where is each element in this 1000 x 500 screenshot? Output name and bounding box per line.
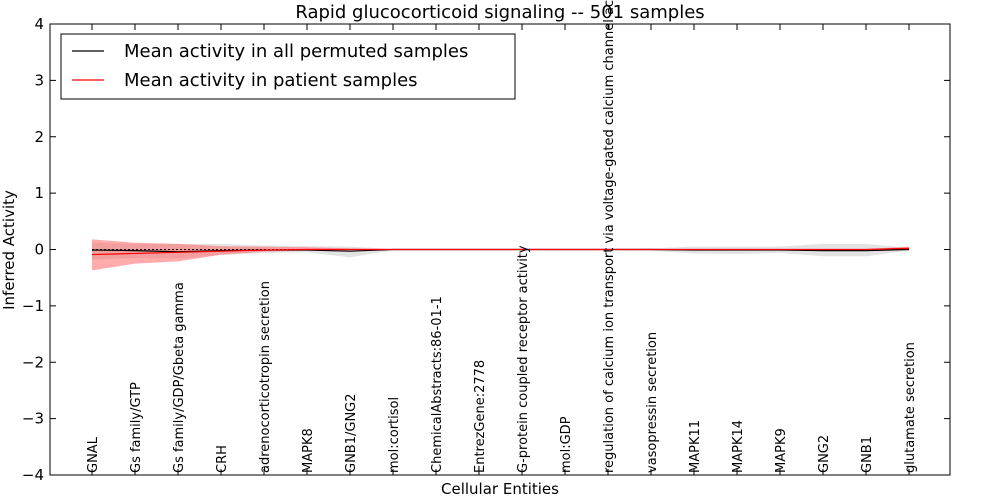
category-label: regulation of calcium ion transport via … — [602, 0, 617, 473]
y-tick-label: −3 — [22, 410, 44, 428]
x-axis-ticks — [91, 24, 910, 475]
category-label: MAPK8 — [301, 428, 316, 473]
category-label: glutamate secretion — [903, 342, 918, 473]
category-label: GNB1 — [860, 436, 875, 473]
band-permuted — [92, 242, 909, 260]
category-labels: GNAL Gs family/GTP Gs family/GDP/Gbeta gam… — [86, 0, 918, 473]
category-label: GNB1/GNG2 — [344, 393, 359, 473]
y-tick-label: 4 — [34, 15, 44, 33]
category-label: GNG2 — [817, 435, 832, 473]
category-label: CRH — [215, 445, 230, 473]
series-lines — [91, 247, 910, 256]
legend: Mean activity in all permuted samples Me… — [60, 33, 516, 100]
category-label: MAPK14 — [731, 420, 746, 473]
category-label: G-protein coupled receptor activity — [516, 245, 531, 473]
y-tick-label: 2 — [34, 128, 44, 146]
y-axis-label: Inferred Activity — [0, 190, 18, 310]
y-tick-label: 0 — [34, 241, 44, 259]
category-label: ChemicalAbstracts:86-01-1 — [430, 296, 445, 473]
y-tick-label: −4 — [22, 466, 44, 484]
legend-label-permuted: Mean activity in all permuted samples — [124, 41, 468, 62]
y-tick-label: −2 — [22, 353, 44, 371]
category-label: mol:cortisol — [387, 397, 402, 473]
y-tick-label: −1 — [22, 297, 44, 315]
category-label: GNAL — [86, 436, 101, 473]
band-patient — [92, 239, 909, 271]
category-label: Gs family/GTP — [129, 382, 144, 473]
y-tick-label: 3 — [34, 71, 44, 89]
category-label: adrenocorticotropin secretion — [258, 281, 273, 473]
chart-title: Rapid glucocorticoid signaling -- 501 sa… — [295, 2, 704, 23]
confidence-bands — [92, 239, 909, 271]
category-label: mol:GDP — [559, 416, 574, 473]
series-line-patient — [91, 247, 910, 256]
category-label: vasopressin secretion — [645, 332, 660, 473]
category-label: Gs family/GDP/Gbeta gamma — [172, 282, 187, 473]
y-axis-ticks: −4 −3 −2 −1 0 1 2 3 4 — [22, 15, 950, 484]
category-label: MAPK11 — [688, 420, 703, 473]
category-label: EntrezGene:2778 — [473, 360, 488, 473]
y-tick-label: 1 — [34, 184, 44, 202]
category-label: MAPK9 — [774, 428, 789, 473]
legend-box — [60, 33, 516, 100]
x-axis-label: Cellular Entities — [441, 480, 559, 498]
legend-label-patient: Mean activity in patient samples — [124, 70, 418, 91]
